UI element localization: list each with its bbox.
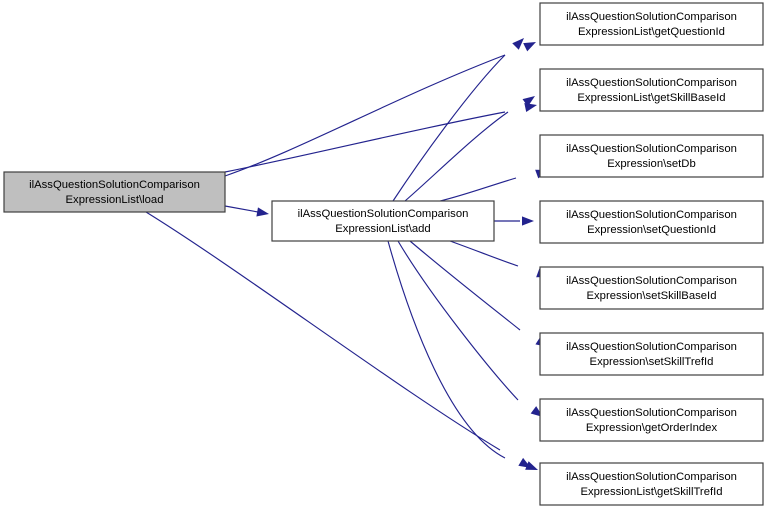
arrowhead (522, 96, 535, 107)
node-label-line1-getSkillTrefId: ilAssQuestionSolutionComparison (566, 471, 737, 483)
edge-add-to-getOrderIndex (397, 240, 543, 417)
node-getSkillBaseId[interactable]: ilAssQuestionSolutionComparisonExpressio… (539, 68, 764, 112)
node-label-line1-getQuestionId: ilAssQuestionSolutionComparison (566, 11, 737, 23)
node-setSkillTrefId[interactable]: ilAssQuestionSolutionComparisonExpressio… (539, 332, 764, 376)
node-getSkillTrefId[interactable]: ilAssQuestionSolutionComparisonExpressio… (539, 462, 764, 506)
arrowhead (512, 38, 524, 50)
edge-add-to-setSkillBaseId (449, 240, 549, 278)
node-label-line1-setQuestionId: ilAssQuestionSolutionComparison (566, 209, 737, 221)
edge-add-to-setDb (439, 169, 548, 202)
node-label-line1-setSkillTrefId: ilAssQuestionSolutionComparison (566, 341, 737, 353)
edge-load-to-getSkillTrefId (145, 211, 531, 468)
node-box-load[interactable] (3, 171, 226, 213)
edge-add-to-getSkillBaseId (404, 96, 535, 202)
node-setSkillBaseId[interactable]: ilAssQuestionSolutionComparisonExpressio… (539, 266, 764, 310)
node-getQuestionId[interactable]: ilAssQuestionSolutionComparisonExpressio… (539, 2, 764, 46)
arrowhead (523, 42, 536, 52)
arrowhead (522, 216, 534, 226)
node-label-line2-getOrderIndex: Expression\getOrderIndex (586, 422, 718, 434)
node-label-line2-setDb: Expression\setDb (607, 158, 696, 170)
node-label-line1-setDb: ilAssQuestionSolutionComparison (566, 143, 737, 155)
edge-add-to-getSkillTrefId (387, 240, 538, 470)
node-label-line2-add: ExpressionList\add (335, 223, 430, 235)
node-box-setSkillBaseId[interactable] (539, 266, 764, 310)
node-label-line1-setSkillBaseId: ilAssQuestionSolutionComparison (566, 275, 737, 287)
arrowhead (256, 207, 269, 217)
node-label-line1-getOrderIndex: ilAssQuestionSolutionComparison (566, 407, 737, 419)
node-layer: ilAssQuestionSolutionComparisonExpressio… (3, 2, 764, 506)
edge-add-to-getQuestionId (392, 38, 524, 202)
arrowhead (525, 461, 538, 470)
edge-layer (145, 38, 549, 470)
node-setDb[interactable]: ilAssQuestionSolutionComparisonExpressio… (539, 134, 764, 178)
node-box-setDb[interactable] (539, 134, 764, 178)
node-label-line2-getSkillTrefId: ExpressionList\getSkillTrefId (580, 486, 722, 498)
node-getOrderIndex[interactable]: ilAssQuestionSolutionComparisonExpressio… (539, 398, 764, 442)
node-label-line2-setSkillBaseId: Expression\setSkillBaseId (587, 290, 717, 302)
node-label-line2-setSkillTrefId: Expression\setSkillTrefId (590, 356, 714, 368)
node-setQuestionId[interactable]: ilAssQuestionSolutionComparisonExpressio… (539, 200, 764, 244)
node-load[interactable]: ilAssQuestionSolutionComparisonExpressio… (3, 171, 226, 213)
edge-load-to-add (224, 205, 269, 217)
node-add[interactable]: ilAssQuestionSolutionComparisonExpressio… (271, 200, 495, 242)
node-box-add[interactable] (271, 200, 495, 242)
node-label-line1-getSkillBaseId: ilAssQuestionSolutionComparison (566, 77, 737, 89)
node-label-line2-getSkillBaseId: ExpressionList\getSkillBaseId (577, 92, 725, 104)
node-label-line2-load: ExpressionList\load (66, 194, 164, 206)
edge-load-to-getQuestionId (224, 42, 536, 177)
node-label-line2-setQuestionId: Expression\setQuestionId (587, 224, 716, 236)
node-label-line1-load: ilAssQuestionSolutionComparison (29, 179, 200, 191)
node-box-getQuestionId[interactable] (539, 2, 764, 46)
node-box-getSkillBaseId[interactable] (539, 68, 764, 112)
edge-add-to-setQuestionId (494, 216, 534, 226)
node-box-getOrderIndex[interactable] (539, 398, 764, 442)
node-box-getSkillTrefId[interactable] (539, 462, 764, 506)
edge-load-to-getSkillBaseId (224, 102, 537, 173)
edge-add-to-setSkillTrefId (409, 240, 548, 347)
node-box-setQuestionId[interactable] (539, 200, 764, 244)
node-box-setSkillTrefId[interactable] (539, 332, 764, 376)
node-label-line2-getQuestionId: ExpressionList\getQuestionId (578, 26, 725, 38)
node-label-line1-add: ilAssQuestionSolutionComparison (298, 208, 469, 220)
